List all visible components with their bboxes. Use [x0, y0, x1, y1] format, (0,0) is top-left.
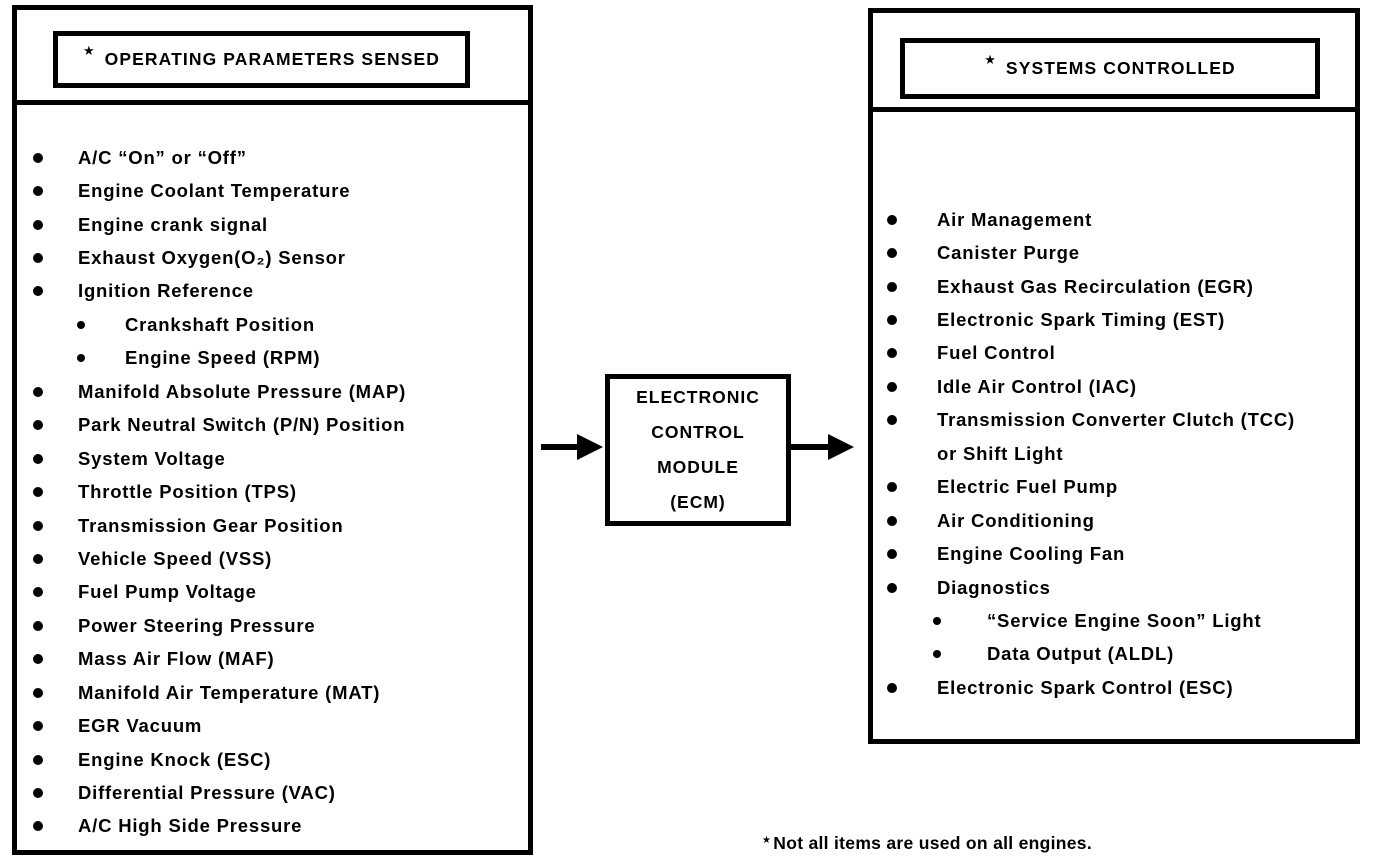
list-item: Electronic Spark Control (ESC) — [873, 671, 1355, 704]
asterisk-star-icon: ★ — [83, 43, 95, 58]
ecm-line: (ECM) — [670, 492, 726, 512]
sub-list-item: “Service Engine Soon” Light — [873, 604, 1355, 637]
ecm-line: ELECTRONIC — [636, 387, 760, 407]
list-item: Idle Air Control (IAC) — [873, 370, 1355, 403]
footnote-star-icon: ★ — [762, 835, 772, 846]
bullet-icon — [33, 219, 43, 230]
footnote: ★Not all items are used on all engines. — [762, 833, 1092, 854]
bullet-icon — [887, 682, 897, 693]
list-item: Engine Cooling Fan — [873, 537, 1355, 570]
bullet-icon — [33, 754, 43, 765]
footnote-text: Not all items are used on all engines. — [773, 833, 1092, 853]
bullet-icon — [887, 315, 897, 326]
bullet-icon — [33, 788, 43, 799]
list-item: Electric Fuel Pump — [873, 471, 1355, 504]
list-item: Engine crank signal — [17, 208, 528, 241]
list-item: Throttle Position (TPS) — [17, 475, 528, 508]
bullet-icon — [887, 415, 897, 426]
bullet-icon — [33, 453, 43, 464]
list-item: EGR Vacuum — [17, 709, 528, 742]
list-item: Electronic Spark Timing (EST) — [873, 303, 1355, 336]
bullet-icon — [933, 650, 941, 659]
list-item: Canister Purge — [873, 236, 1355, 269]
list-item: Mass Air Flow (MAF) — [17, 643, 528, 676]
list-item: Power Steering Pressure — [17, 609, 528, 642]
list-item: Fuel Control — [873, 337, 1355, 370]
list-item: Diagnostics — [873, 571, 1355, 604]
systems-controlled-list: Air Management Canister Purge Exhaust Ga… — [873, 112, 1355, 705]
bullet-icon — [887, 214, 897, 225]
list-item: Transmission Gear Position — [17, 509, 528, 542]
arrow-shaft — [790, 444, 834, 450]
bullet-icon — [887, 281, 897, 292]
list-item: Manifold Air Temperature (MAT) — [17, 676, 528, 709]
list-item: Air Management — [873, 203, 1355, 236]
list-item: Engine Coolant Temperature — [17, 174, 528, 207]
bullet-icon — [33, 386, 43, 397]
bullet-icon — [887, 482, 897, 493]
list-item: A/C “On” or “Off” — [17, 141, 528, 174]
bullet-icon — [887, 348, 897, 359]
list-item: A/C High Side Pressure — [17, 810, 528, 843]
operating-parameters-panel: ★ OPERATING PARAMETERS SENSED A/C “On” o… — [12, 5, 533, 855]
output-arrow-icon — [790, 434, 854, 460]
list-item: Ignition Reference — [17, 275, 528, 308]
bullet-icon — [33, 587, 43, 598]
sub-list-item: Crankshaft Position — [17, 308, 528, 341]
bullet-icon — [33, 654, 43, 665]
list-item: Differential Pressure (VAC) — [17, 776, 528, 809]
sub-list-item: Engine Speed (RPM) — [17, 342, 528, 375]
list-item: Engine Knock (ESC) — [17, 743, 528, 776]
bullet-icon — [887, 582, 897, 593]
systems-controlled-title: SYSTEMS CONTROLLED — [1005, 58, 1236, 78]
bullet-icon — [33, 553, 43, 564]
list-item: Manifold Absolute Pressure (MAP) — [17, 375, 528, 408]
bullet-icon — [33, 186, 43, 197]
bullet-icon — [887, 515, 897, 526]
list-item: Air Conditioning — [873, 504, 1355, 537]
bullet-icon — [33, 687, 43, 698]
bullet-icon — [887, 549, 897, 560]
input-arrow-icon — [541, 434, 603, 460]
bullet-icon — [33, 620, 43, 631]
arrow-shaft — [541, 444, 583, 450]
systems-controlled-panel: ★ SYSTEMS CONTROLLED Air Management Cani… — [868, 8, 1360, 744]
bullet-icon — [77, 354, 85, 363]
operating-parameters-header: ★ OPERATING PARAMETERS SENSED — [17, 10, 528, 105]
ecm-line: CONTROL — [651, 422, 745, 442]
arrow-head — [828, 434, 854, 460]
bullet-icon — [887, 381, 897, 392]
bullet-icon — [33, 253, 43, 264]
bullet-icon — [33, 286, 43, 297]
list-item: Fuel Pump Voltage — [17, 576, 528, 609]
bullet-icon — [33, 420, 43, 431]
list-item: Vehicle Speed (VSS) — [17, 542, 528, 575]
arrow-head — [577, 434, 603, 460]
bullet-icon — [33, 152, 43, 163]
list-item-continuation: or Shift Light — [937, 442, 1064, 464]
ecm-box: ELECTRONIC CONTROL MODULE (ECM) — [605, 374, 791, 526]
bullet-icon — [33, 487, 43, 498]
bullet-icon — [887, 248, 897, 259]
list-item: System Voltage — [17, 442, 528, 475]
list-item: Park Neutral Switch (P/N) Position — [17, 409, 528, 442]
bullet-icon — [33, 821, 43, 832]
asterisk-star-icon: ★ — [984, 52, 996, 67]
systems-controlled-header: ★ SYSTEMS CONTROLLED — [873, 13, 1355, 112]
bullet-icon — [33, 520, 43, 531]
operating-parameters-list: A/C “On” or “Off” Engine Coolant Tempera… — [17, 105, 528, 843]
bullet-icon — [77, 320, 85, 329]
bullet-icon — [33, 721, 43, 732]
list-item: Exhaust Gas Recirculation (EGR) — [873, 270, 1355, 303]
operating-parameters-title: OPERATING PARAMETERS SENSED — [104, 49, 440, 69]
systems-controlled-title-box: ★ SYSTEMS CONTROLLED — [900, 38, 1320, 99]
list-item: Transmission Converter Clutch (TCC) — [873, 404, 1355, 437]
bullet-icon — [933, 616, 941, 625]
ecm-line: MODULE — [657, 457, 739, 477]
sub-list-item: Data Output (ALDL) — [873, 638, 1355, 671]
list-item: Exhaust Oxygen(O₂) Sensor — [17, 241, 528, 274]
operating-parameters-title-box: ★ OPERATING PARAMETERS SENSED — [53, 31, 470, 88]
